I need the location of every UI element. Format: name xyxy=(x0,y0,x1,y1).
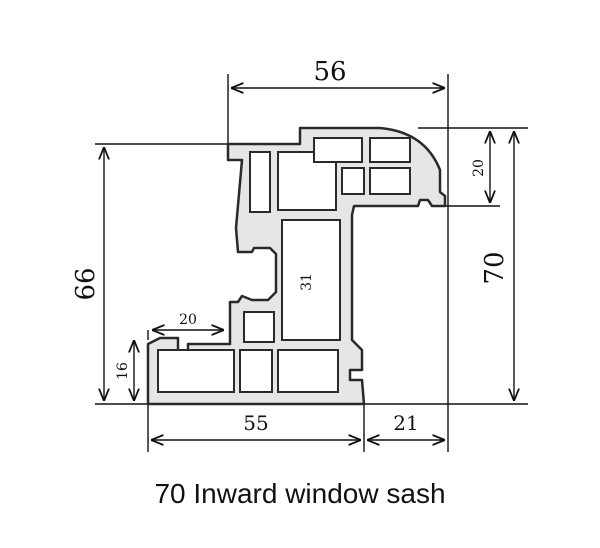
profile-section xyxy=(146,126,447,406)
chamber xyxy=(369,137,411,163)
chamber xyxy=(313,137,363,163)
dim-right-height: 70 xyxy=(480,251,510,284)
dim-inner-height: 31 xyxy=(299,273,315,291)
dimension-arrows xyxy=(104,88,514,440)
chamber xyxy=(157,349,235,393)
chamber xyxy=(281,219,341,341)
dim-inner-width: 20 xyxy=(179,312,197,328)
dim-top-width: 56 xyxy=(313,57,346,87)
dim-bottom-right: 21 xyxy=(393,411,418,435)
caption: 70 Inward window sash xyxy=(154,478,446,509)
chamber xyxy=(239,349,273,393)
chamber xyxy=(369,167,411,195)
dim-bottom-left-height: 16 xyxy=(115,362,131,380)
chamber xyxy=(341,167,365,195)
dim-left-height: 66 xyxy=(71,267,101,300)
dim-bottom-width: 55 xyxy=(243,411,268,435)
dim-right-small: 20 xyxy=(471,159,487,177)
chamber xyxy=(249,151,271,213)
chamber xyxy=(277,349,339,393)
chamber xyxy=(243,311,275,343)
